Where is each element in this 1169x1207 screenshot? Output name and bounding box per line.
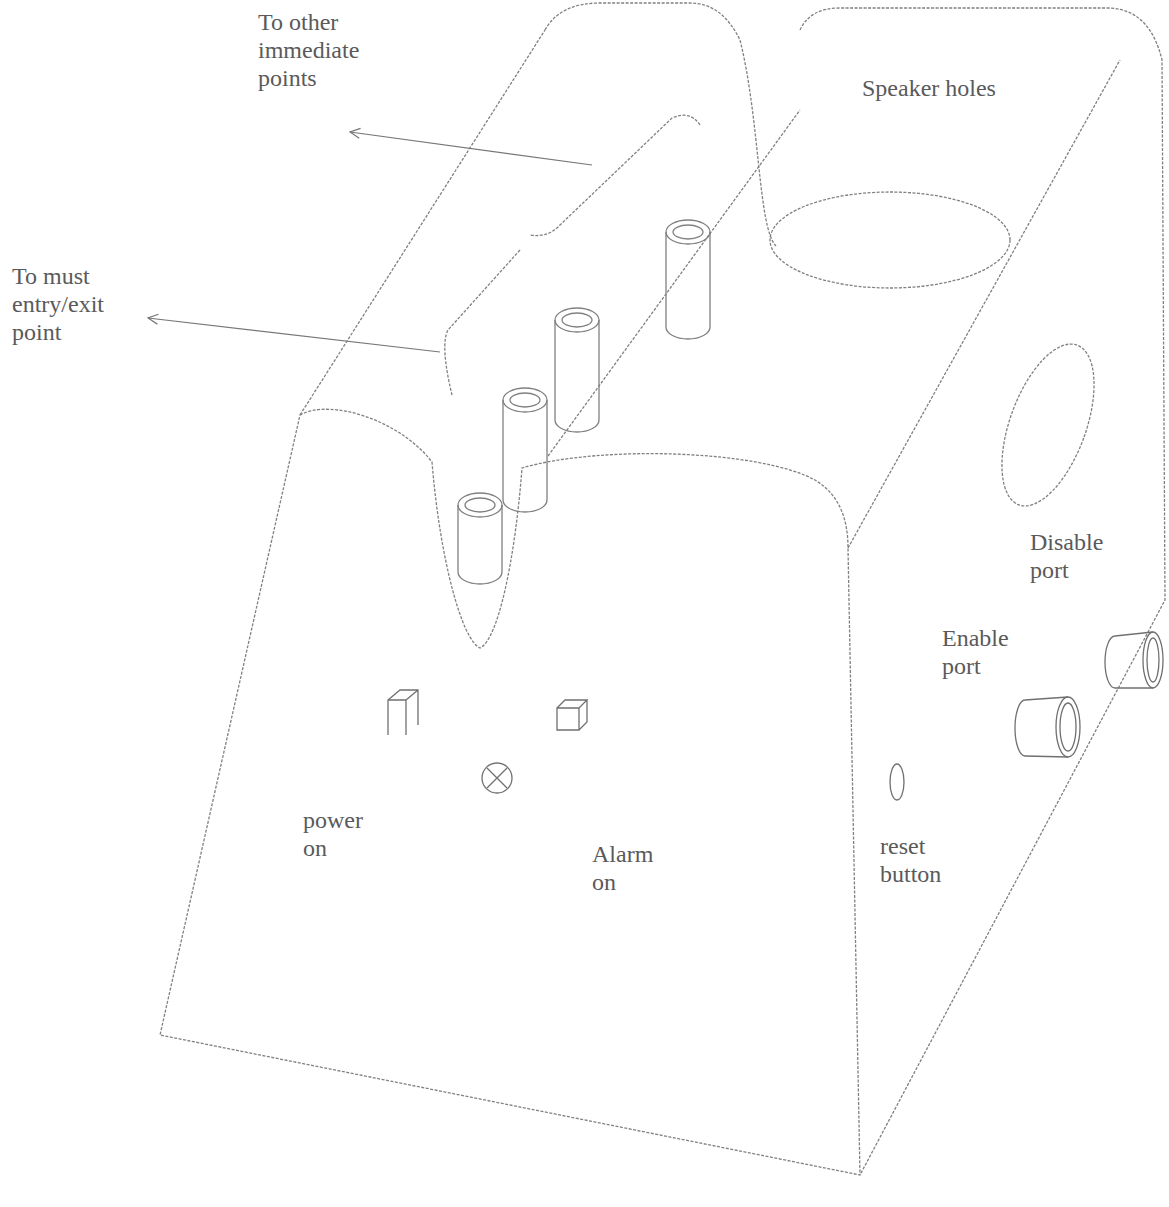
leader-arrows	[148, 132, 592, 352]
post-hole	[673, 225, 703, 239]
post-top	[555, 308, 599, 332]
label-text: power on	[303, 806, 383, 862]
label-text: To must entry/exit point	[12, 262, 142, 346]
right-top-edge	[848, 60, 1120, 548]
speaker-hole	[983, 332, 1113, 518]
groove	[530, 115, 700, 235]
lamp-symbol	[482, 763, 512, 793]
post-body	[555, 320, 599, 432]
enable-port	[1060, 703, 1076, 751]
post-hole	[562, 313, 592, 327]
leader-arrow	[350, 132, 592, 165]
controls	[388, 632, 1163, 800]
label-text: Alarm on	[592, 840, 672, 896]
enable-port	[1056, 697, 1080, 757]
post-hole	[465, 498, 495, 512]
label-text: Speaker holes	[862, 74, 1062, 102]
housing-outline	[160, 3, 1165, 1175]
top-left-edge	[300, 30, 545, 415]
reset-button	[890, 764, 904, 800]
groove	[445, 250, 520, 395]
post-hole	[510, 393, 540, 407]
label-text: To other immediate points	[258, 8, 388, 92]
label-text: reset button	[880, 832, 975, 888]
lamp-symbol	[487, 768, 507, 788]
front-face	[160, 409, 860, 1175]
post-top	[666, 220, 710, 244]
top-ridge-line	[548, 110, 800, 456]
post-top	[458, 493, 502, 517]
label-text: Enable port	[942, 624, 1037, 680]
power-switch	[388, 690, 418, 735]
label-text: Disable port	[1030, 528, 1125, 584]
speaker-hole	[770, 192, 1010, 288]
leader-arrow	[148, 318, 440, 352]
handle-hump	[545, 3, 776, 246]
post-body	[503, 400, 547, 512]
back-right-edge	[800, 8, 1165, 1175]
post-top	[503, 388, 547, 412]
sensor-posts	[458, 220, 710, 584]
alarm-indicator	[557, 700, 587, 730]
disable-port	[1147, 638, 1159, 682]
disable-port	[1143, 632, 1163, 688]
post-body	[666, 232, 710, 339]
